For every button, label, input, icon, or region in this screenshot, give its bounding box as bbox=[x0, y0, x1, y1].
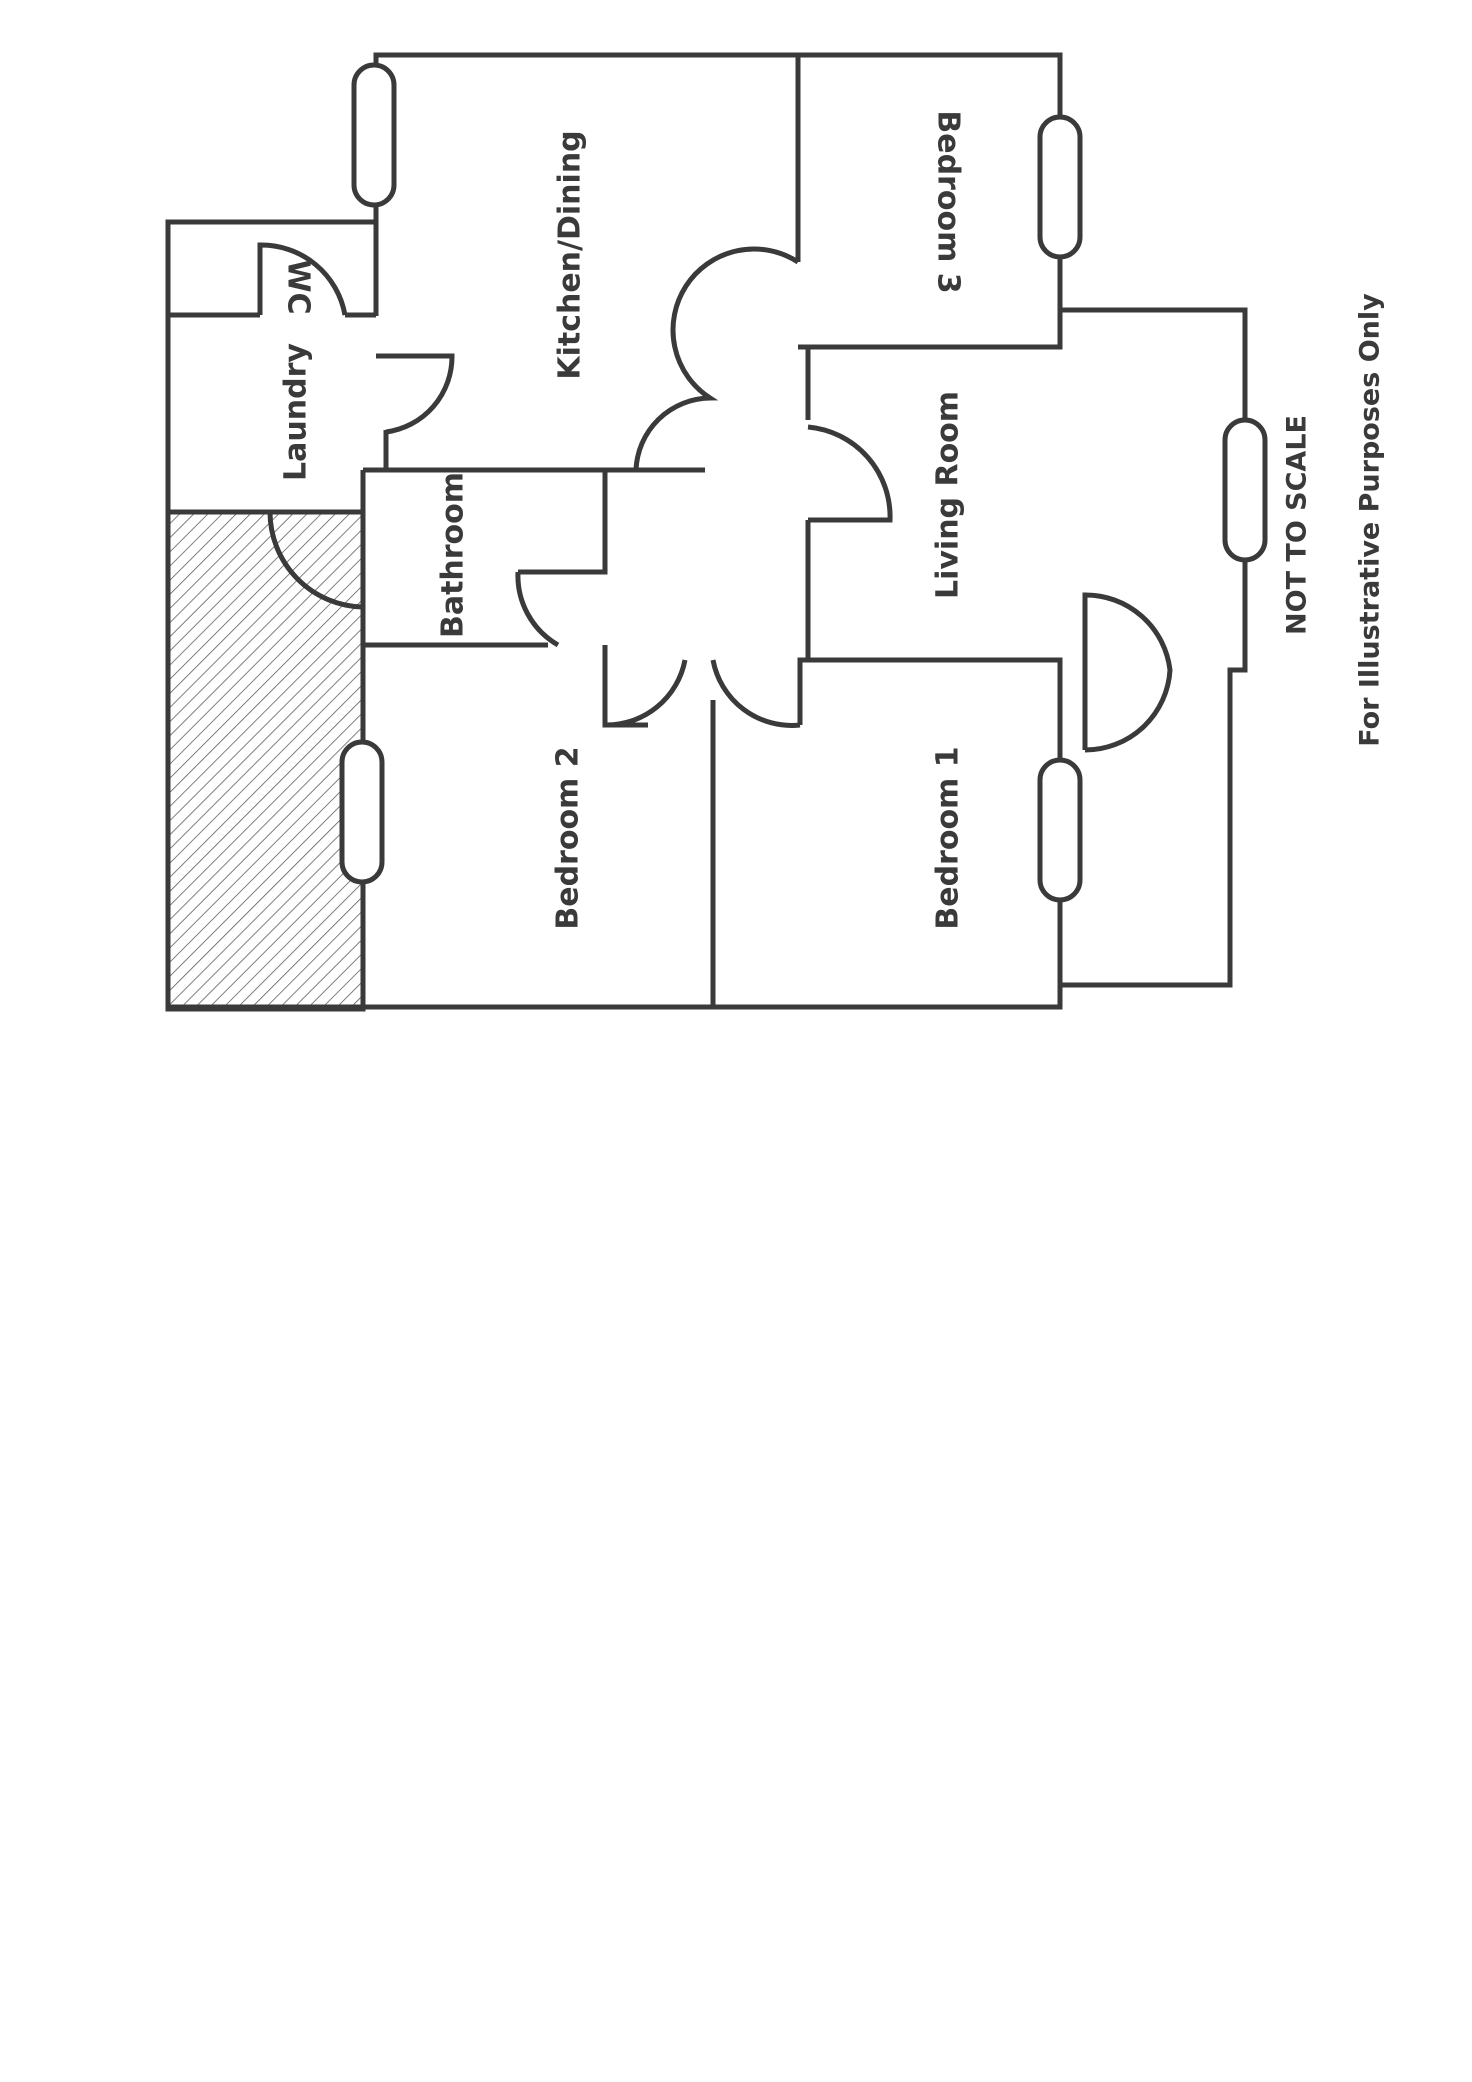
room-label-kitchen: Kitchen/Dining bbox=[553, 130, 588, 379]
door-kitchen-hall bbox=[633, 246, 800, 471]
window-bedroom3 bbox=[1037, 114, 1083, 260]
window-bedroom1 bbox=[1037, 757, 1083, 903]
window-living bbox=[1222, 417, 1268, 563]
door-bedroom1 bbox=[710, 659, 801, 728]
door-bathroom bbox=[515, 571, 560, 648]
hatched-area bbox=[165, 509, 366, 1012]
door-bedroom2 bbox=[604, 659, 688, 728]
wall-bedroom2-top-right bbox=[602, 645, 648, 728]
room-label-bedroom1: Bedroom 1 bbox=[931, 746, 966, 929]
room-label-bedroom3: Bedroom 3 bbox=[931, 110, 966, 293]
room-label-wc: WC bbox=[281, 259, 316, 314]
room-label-bathroom: Bathroom bbox=[436, 472, 471, 638]
wall-bedroom3-living bbox=[798, 310, 1063, 350]
door-laundry-hall bbox=[267, 511, 364, 610]
window-bedroom2 bbox=[339, 739, 385, 885]
door-laundry-kitchen bbox=[376, 353, 455, 435]
door-living-balcony bbox=[1082, 592, 1173, 753]
note-not-to-scale: NOT TO SCALE bbox=[1282, 415, 1313, 635]
room-label-laundry: Laundry bbox=[279, 343, 314, 481]
door-living-hall bbox=[807, 424, 893, 523]
window-kitchen bbox=[351, 62, 397, 208]
wall-bedroom1-top bbox=[797, 657, 808, 725]
door-wc bbox=[257, 242, 348, 316]
room-label-living: Living Room bbox=[931, 391, 966, 599]
room-label-bedroom2: Bedroom 2 bbox=[551, 746, 586, 929]
wall-bathroom-top bbox=[363, 467, 608, 575]
note-disclaimer: For Illustrative Purposes Only bbox=[1355, 293, 1386, 747]
